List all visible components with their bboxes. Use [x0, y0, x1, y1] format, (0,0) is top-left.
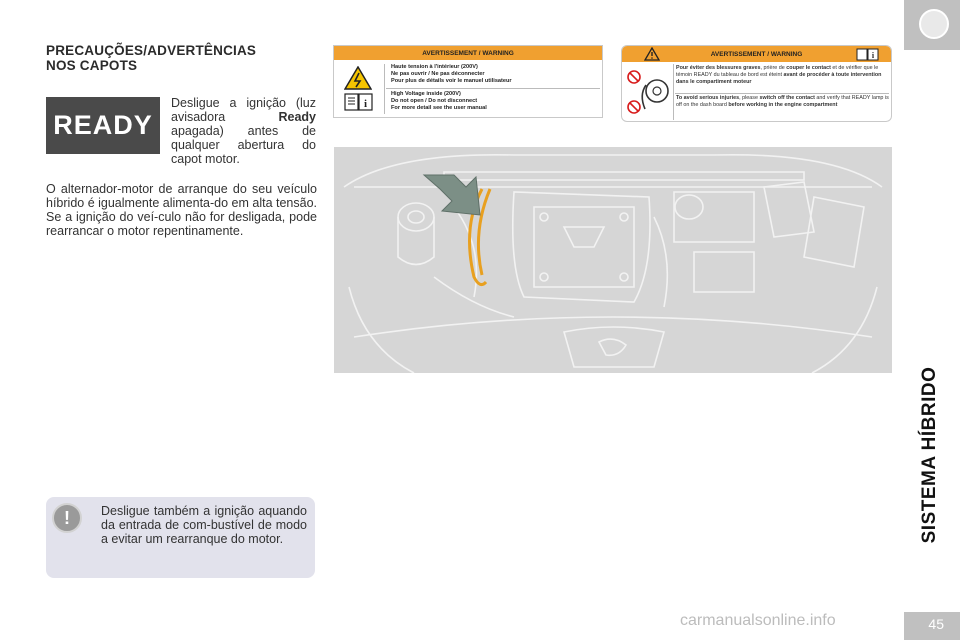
- section-title: PRECAUÇÕES/ADVERTÊNCIAS NOS CAPOTS: [46, 43, 326, 73]
- en-text1: , please: [739, 95, 760, 101]
- warning-left-line6: For more detail see the user manual: [391, 105, 487, 111]
- manual-book-icon: i: [856, 48, 879, 61]
- warning-left-line4: High Voltage inside (200V): [391, 91, 461, 97]
- watermark: carmanualsonline.info: [680, 612, 836, 629]
- fr-bold1: Pour éviter des blessures graves: [676, 65, 761, 71]
- en-bold1: To avoid serious injuries: [676, 95, 740, 101]
- fr-text2: et de vérifier que le témoin READY du ta…: [676, 65, 879, 78]
- warning-left-line3: Pour plus de détails voir le manuel util…: [391, 78, 512, 84]
- svg-text:i: i: [872, 51, 875, 60]
- warning-triangle-icon: [644, 47, 660, 61]
- engine-drawing: [334, 147, 892, 373]
- page-number: 45: [928, 616, 944, 632]
- note-text: Desligue também a ignição aquando da ent…: [101, 504, 307, 546]
- warning-left-line2: Ne pas ouvrir / Ne pas déconnecter: [391, 71, 485, 77]
- svg-text:i: i: [364, 98, 367, 110]
- pointer-arrow-icon: [422, 174, 481, 216]
- chapter-sidebar: [904, 0, 960, 640]
- note-box: [46, 497, 315, 578]
- section-title-line1: PRECAUÇÕES/ADVERTÊNCIAS: [46, 43, 257, 58]
- ready-text-after: apagada) antes de qualquer abertura do c…: [171, 124, 316, 166]
- warning-label-right-header: AVERTISSEMENT / WARNING: [622, 46, 891, 62]
- warning-label-right: AVERTISSEMENT / WARNING i Pour éviter de…: [621, 45, 892, 122]
- no-hands-pulley-icon: [627, 70, 669, 114]
- en-bold3: before working in the engine compartment: [728, 102, 838, 108]
- ready-text-before: Desligue a ignição (luz avisadora: [171, 96, 316, 124]
- fr-bold3: avant de procéder à toute intervention d…: [676, 72, 882, 85]
- en-bold2: switch off the contact: [759, 95, 815, 101]
- warning-right-french: Pour éviter des blessures graves, prière…: [676, 65, 890, 86]
- ready-text-bold: Ready: [278, 110, 316, 124]
- fr-text1: , prière de: [760, 65, 787, 71]
- sidebar-circle-icon: [919, 9, 949, 39]
- fr-bold2: couper le contact: [786, 65, 831, 71]
- page-number-box: [904, 612, 960, 640]
- ready-indicator-image: READY: [46, 97, 160, 154]
- chapter-title: SISTEMA HÍBRIDO: [919, 366, 940, 544]
- warning-label-left: AVERTISSEMENT / WARNING i Haute tension …: [333, 45, 603, 118]
- high-voltage-icon: [344, 66, 372, 90]
- warning-left-line1: Haute tension à l'intérieur (200V): [391, 64, 478, 70]
- manual-book-icon: i: [344, 93, 373, 111]
- en-text2: and verify that READY lamp is off on the…: [676, 95, 889, 108]
- ready-instruction-text: Desligue a ignição (luz avisadora Ready …: [171, 96, 316, 166]
- engine-compartment-illustration: [334, 147, 892, 373]
- section-title-line2: NOS CAPOTS: [46, 58, 138, 73]
- ready-indicator-label: READY: [53, 110, 153, 140]
- warning-left-line5: Do not open / Do not disconnect: [391, 98, 478, 104]
- alternator-paragraph: O alternador-motor de arranque do seu ve…: [46, 182, 317, 238]
- exclamation-icon: !: [52, 503, 82, 533]
- warning-right-english: To avoid serious injuries, please switch…: [676, 95, 890, 109]
- warning-label-left-header: AVERTISSEMENT / WARNING: [334, 46, 602, 60]
